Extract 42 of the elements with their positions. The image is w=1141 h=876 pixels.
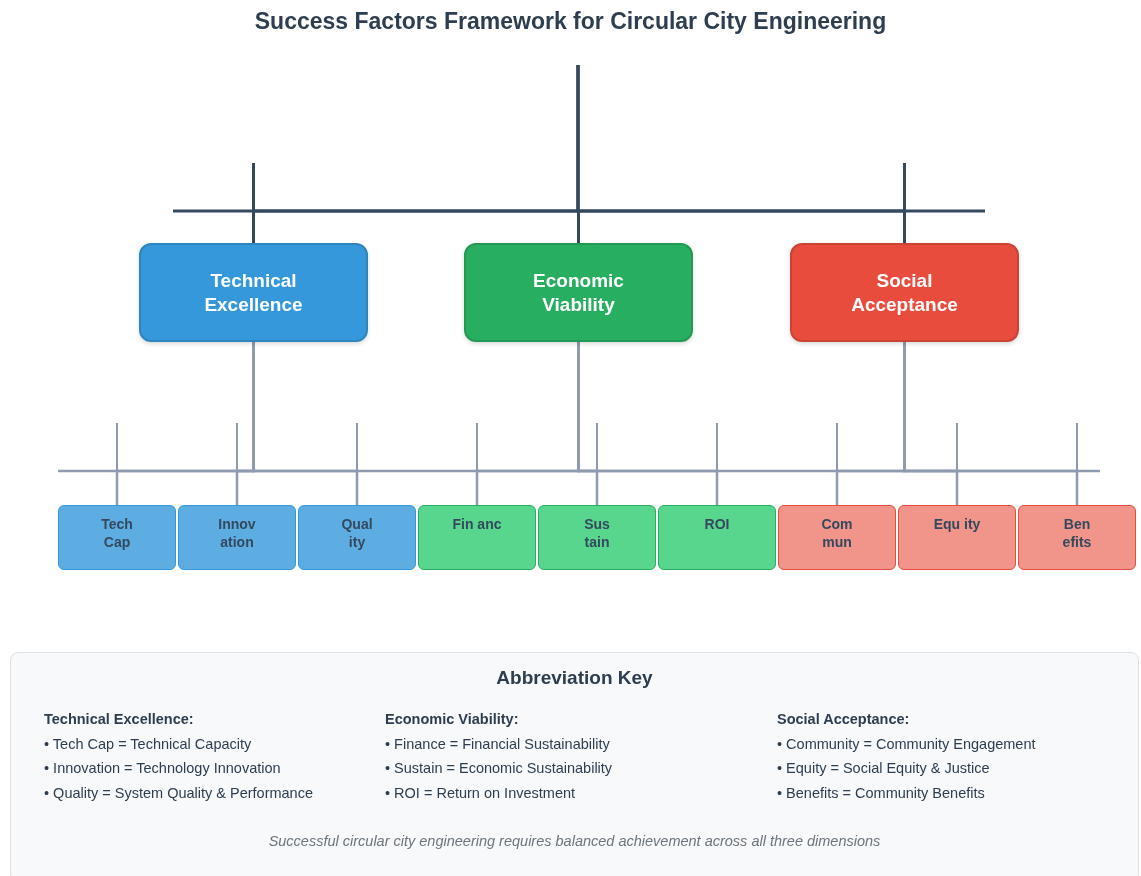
key-note: Successful circular city engineering requires balanced achievement across all three dimensions [267, 833, 882, 849]
category-label: Social Acceptance [850, 268, 959, 317]
key-title: Abbreviation Key [495, 667, 654, 689]
category-label: Technical Excellence [203, 268, 304, 317]
diagram-title: Success Factors Framework for Circular City Engineering [253, 8, 888, 35]
key-entry: • Sustain = Economic Sustainability [385, 760, 613, 776]
key-entry: • Benefits = Community Benefits [777, 784, 985, 801]
key-entry: • Tech Cap = Technical Capacity [44, 735, 252, 752]
connector-line [903, 342, 1079, 505]
factor-label: Com mun [820, 515, 854, 551]
key-entry: • ROI = Return on Investment [385, 784, 576, 801]
factor-box [58, 505, 176, 570]
category-box [139, 243, 368, 342]
key-entry: • Quality = System Quality & Performance [44, 784, 313, 801]
connector-line [576, 65, 906, 243]
factor-box [538, 505, 656, 570]
factor-label: Qual ity [340, 515, 374, 551]
key-heading: Social Acceptance: [777, 711, 910, 727]
factor-box [1018, 505, 1136, 570]
key-heading: Technical Excellence: [44, 711, 194, 727]
factor-box [418, 505, 536, 570]
category-label: Economic Viability [532, 268, 625, 317]
factor-box [778, 505, 896, 570]
factor-label: ROI [704, 515, 730, 533]
factor-label: Fin anc [452, 515, 502, 533]
key-entry: • Equity = Social Equity & Justice [777, 760, 990, 776]
factor-label: Equ ity [933, 515, 981, 533]
factor-label: Tech Cap [100, 515, 134, 551]
factor-box [898, 505, 1016, 570]
factor-label: Innov ation [217, 515, 257, 551]
key-entry: • Innovation = Technology Innovation [44, 760, 281, 776]
connector-line [252, 342, 359, 505]
factor-box [178, 505, 296, 570]
key-heading: Economic Viability: [385, 711, 519, 727]
factor-box [298, 505, 416, 570]
key-entry: • Finance = Financial Sustainability [385, 735, 610, 752]
factor-label: Ben efits [1061, 515, 1093, 551]
key-entry: • Community = Community Engagement [777, 735, 1036, 752]
factor-label: Sus tain [583, 515, 611, 551]
category-box [464, 243, 693, 342]
category-box [790, 243, 1019, 342]
factor-box [658, 505, 776, 570]
